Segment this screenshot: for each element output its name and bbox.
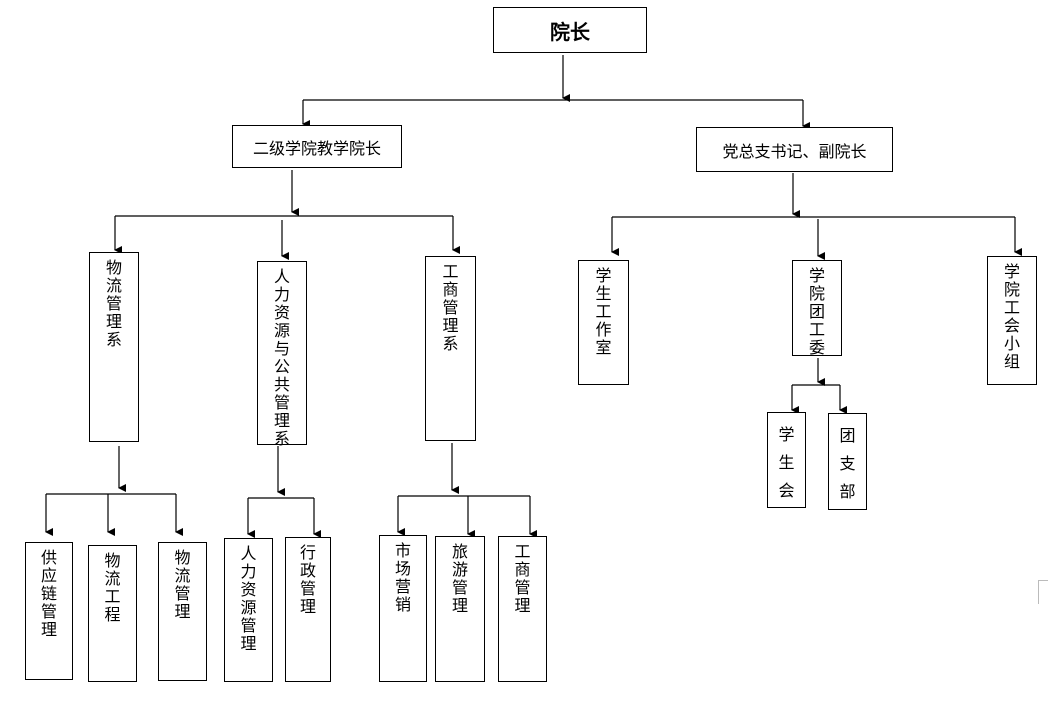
student-office-box: 学生工作室: [578, 260, 629, 385]
major-business-mgmt-label: 工商管理: [514, 542, 531, 615]
student-union-box: 学生会: [767, 412, 806, 508]
dept-hr-public-label: 人力资源与公共管理系: [273, 267, 290, 448]
union-group-label: 学院工会小组: [1003, 262, 1020, 371]
dept-business-label: 工商管理系: [442, 262, 459, 353]
major-marketing-label: 市场营销: [394, 541, 411, 614]
major-tourism-label: 旅游管理: [451, 542, 468, 615]
major-hr-mgmt-box: 人力资源管理: [224, 538, 273, 682]
major-business-mgmt-box: 工商管理: [498, 536, 547, 682]
party-secretary-label: 党总支书记、副院长: [722, 141, 867, 161]
major-marketing-box: 市场营销: [379, 535, 427, 682]
major-supply-chain-label: 供应链管理: [40, 548, 57, 639]
academic-vp-box: 二级学院教学院长: [232, 125, 402, 168]
youth-league-label: 学院团工委: [808, 266, 825, 357]
league-branch-box: 团支部: [828, 413, 867, 510]
major-logistics-eng-box: 物流工程: [88, 545, 137, 682]
academic-vp-label: 二级学院教学院长: [252, 138, 381, 158]
union-group-box: 学院工会小组: [987, 256, 1037, 385]
major-tourism-box: 旅游管理: [435, 536, 485, 682]
dept-logistics-label: 物流管理系: [105, 258, 122, 349]
dept-hr-public-box: 人力资源与公共管理系: [257, 261, 307, 448]
major-logistics-eng-label: 物流工程: [104, 551, 121, 624]
student-union-label: 学生会: [778, 425, 795, 500]
major-logistics-mgmt-box: 物流管理: [158, 542, 207, 681]
youth-league-box: 学院团工委: [792, 260, 842, 357]
party-secretary-box: 党总支书记、副院长: [696, 127, 893, 172]
dean-label: 院长: [550, 19, 590, 44]
dean-box: 院长: [493, 7, 647, 53]
major-hr-mgmt-label: 人力资源管理: [240, 544, 257, 653]
page-corner-mark: [1038, 580, 1048, 604]
major-admin-mgmt-box: 行政管理: [285, 537, 331, 682]
league-branch-label: 团支部: [839, 426, 856, 501]
major-logistics-mgmt-label: 物流管理: [174, 548, 191, 621]
major-admin-mgmt-label: 行政管理: [299, 543, 316, 616]
student-office-label: 学生工作室: [595, 266, 612, 357]
dept-logistics-box: 物流管理系: [89, 252, 139, 442]
major-supply-chain-box: 供应链管理: [25, 542, 73, 680]
dept-business-box: 工商管理系: [425, 256, 476, 441]
